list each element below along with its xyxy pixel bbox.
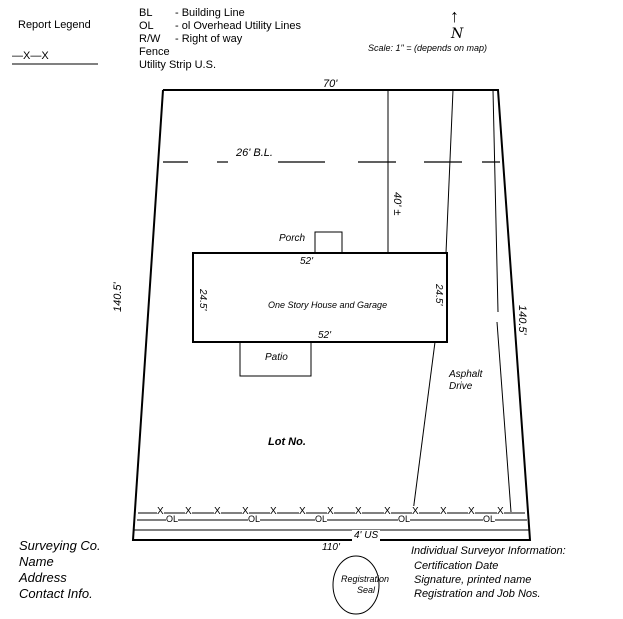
top-width-label: 70' [323, 78, 338, 90]
company-contact: Contact Info. [19, 586, 93, 601]
surveyor-cert-date: Certification Date [414, 560, 499, 572]
legend-abbr-ol: OL [139, 20, 154, 32]
drive-label-2: Drive [449, 381, 473, 392]
drive-edge-right-lower [496, 321, 512, 513]
company-line-name: Name [19, 554, 54, 569]
surveyor-registration: Registration and Job Nos. [414, 588, 541, 600]
house-top-dimension: 52' [300, 256, 314, 267]
house-label: One Story House and Garage [268, 300, 388, 310]
legend-desc-bl: - Building Line [175, 7, 245, 19]
surveyor-signature: Signature, printed name [414, 574, 532, 586]
north-label: N [451, 26, 464, 42]
building-line-label: 26' B.L. [236, 147, 273, 159]
bottom-width-label: 110' [322, 542, 340, 553]
fence-x-mark: X [497, 506, 504, 517]
patio-outline [239, 341, 312, 377]
legend-abbr-rw: R/W [139, 33, 161, 45]
utility-strip-label: 4' US [352, 530, 381, 541]
fence-x-mark: X [157, 506, 164, 517]
fence-x-mark: X [327, 506, 334, 517]
fence-x-mark: X [299, 506, 306, 517]
north-arrow-icon: ↑ [450, 6, 459, 26]
fence-x-mark: X [355, 506, 362, 517]
seal-label-2: Seal [357, 585, 376, 595]
drive-label-1: Asphalt [449, 369, 483, 380]
overhead-ol-mark: OL [315, 514, 328, 524]
house-bottom-dimension: 52' [318, 330, 332, 341]
fence-x-mark: X [468, 506, 475, 517]
legend-title: Report Legend [18, 19, 91, 31]
legend-utility-strip: Utility Strip U.S. [139, 59, 217, 71]
setback-label: 40' ± [391, 192, 403, 216]
company-address: Address [19, 570, 67, 585]
overhead-ol-mark: OL [398, 514, 411, 524]
drive-edge-lower [412, 341, 436, 513]
house-right-dimension: 24.5' [433, 284, 444, 306]
porch-label: Porch [279, 233, 306, 244]
legend-desc-ol: - ol Overhead Utility Lines [175, 20, 301, 32]
fence-symbol: —X—X [12, 50, 49, 62]
legend-fence: Fence [139, 46, 170, 58]
lot-boundary [131, 89, 532, 541]
overhead-ol-mark: OL [483, 514, 496, 524]
drive-edge-right-upper [492, 89, 499, 313]
overhead-ol-mark: OL [166, 514, 179, 524]
legend-desc-rw: - Right of way [175, 33, 243, 45]
scale-note: Scale: 1" = (depends on map) [368, 43, 488, 53]
fence-x-mark: X [242, 506, 249, 517]
legend-abbr-bl: BL [139, 7, 153, 19]
overhead-ol-mark: OL [248, 514, 261, 524]
fence-x-mark: X [214, 506, 221, 517]
drive-edge-upper [445, 89, 454, 254]
house-left-dimension: 24.5' [197, 289, 208, 311]
left-depth-label: 140.5' [112, 282, 124, 312]
right-depth-label: 140.5' [516, 305, 528, 335]
lot-number-label: Lot No. [268, 436, 306, 448]
registration-seal [332, 555, 380, 615]
surveyor-info-title: Individual Surveyor Information: [411, 545, 566, 557]
fence-x-mark: X [440, 506, 447, 517]
company-name: Surveying Co. [19, 538, 101, 553]
seal-label-1: Registration [341, 574, 390, 584]
house-outline [192, 252, 448, 343]
fence-x-mark: X [412, 506, 419, 517]
fence-x-mark: X [270, 506, 277, 517]
porch-outline [314, 231, 343, 254]
patio-label: Patio [265, 352, 288, 363]
fence-x-mark: X [384, 506, 391, 517]
fence-x-mark: X [185, 506, 192, 517]
